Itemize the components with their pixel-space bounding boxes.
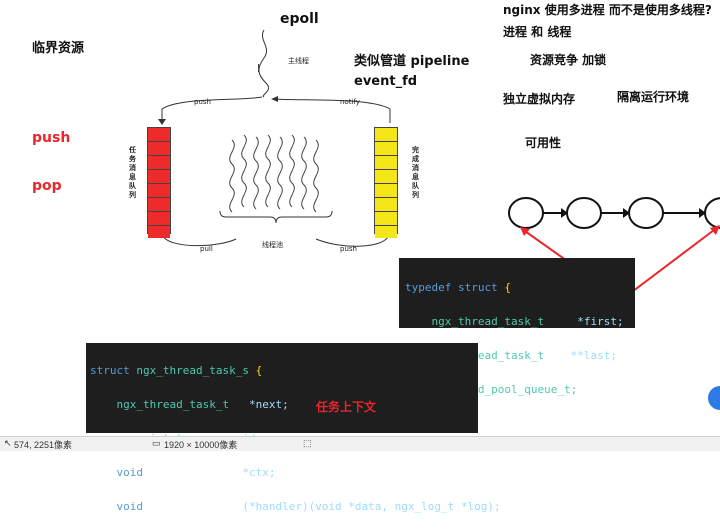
image-size: 1920 × 10000像素	[164, 440, 238, 450]
selection-icon: ⬚	[303, 438, 312, 448]
task-struct-code: struct ngx_thread_task_s { ngx_thread_ta…	[86, 343, 501, 513]
main-thread-label: 主线程	[288, 57, 309, 65]
text-cursor-icon: I	[257, 62, 261, 75]
point-resource-lock: 资源竞争 加锁	[530, 53, 607, 67]
push-label: push	[32, 130, 71, 146]
arrow-push-bottom-label: push	[340, 245, 357, 253]
point-virtual-memory: 独立虚拟内存	[503, 92, 576, 106]
task-queue	[147, 127, 171, 238]
eventfd-note: event_fd	[354, 74, 418, 89]
critical-resource-note: 临界资源	[32, 41, 85, 56]
pipeline-note: 类似管道 pipeline	[354, 54, 470, 69]
scroll-button-icon[interactable]	[708, 386, 720, 410]
done-queue-label: 完成消息队列	[412, 146, 419, 199]
cursor-coords: 574, 2251像素	[14, 440, 73, 450]
queue-struct-code: typedef struct { ngx_thread_task_t *firs…	[399, 258, 635, 396]
task-queue-label: 任务消息队列	[129, 146, 136, 199]
done-queue	[374, 127, 398, 238]
pop-label: pop	[32, 178, 62, 194]
thread-pool-diagram	[158, 29, 392, 247]
point-availability: 可用性	[525, 136, 562, 150]
cursor-position-icon: ↖	[4, 438, 12, 448]
epoll-label: epoll	[280, 11, 319, 27]
question-line1: nginx 使用多进程 而不是使用多线程?	[503, 3, 712, 17]
thread-pool-label: 线程池	[262, 241, 283, 249]
arrow-push-top-label: push	[194, 98, 211, 106]
task-context-note: 任务上下文	[316, 400, 377, 414]
point-isolated-env: 隔离运行环境	[617, 90, 690, 104]
status-bar: ↖ 574, 2251像素 ▭ 1920 × 10000像素 ⬚	[0, 436, 720, 451]
arrow-pull-label: pull	[200, 245, 213, 253]
question-line2: 进程 和 线程	[503, 25, 572, 39]
image-size-icon: ▭	[152, 438, 161, 448]
arrow-notify-label: notify	[340, 98, 360, 106]
